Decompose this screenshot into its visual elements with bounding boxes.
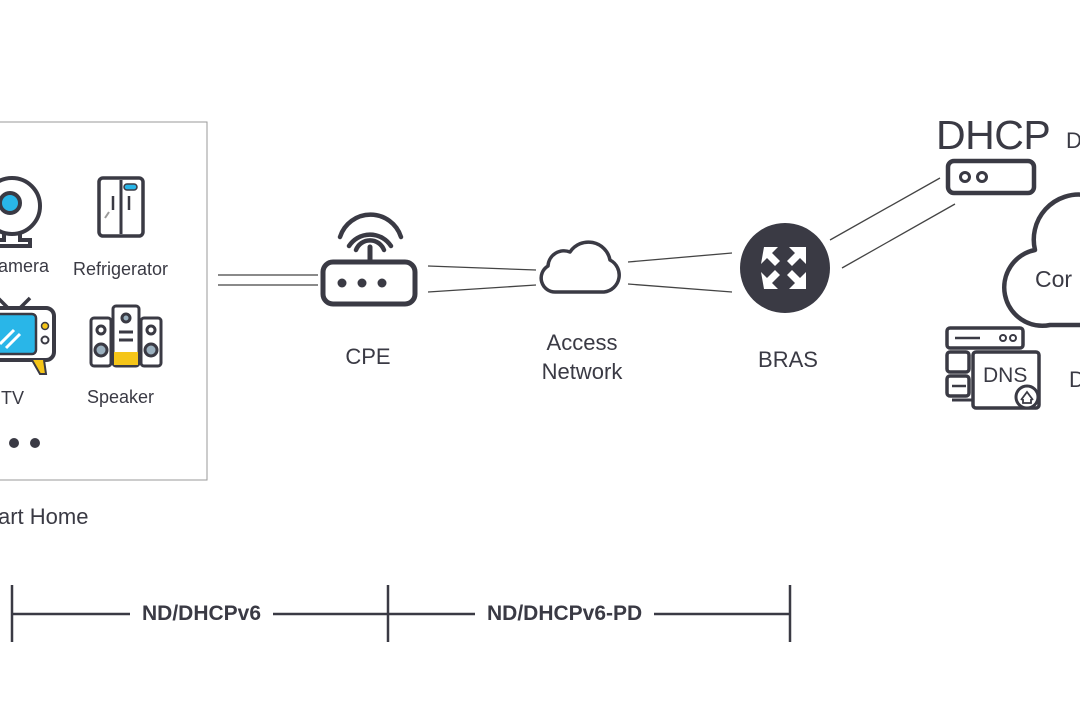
camera-icon [0, 176, 42, 248]
smart-home-box [0, 121, 208, 481]
dhcp-side-label: D [1066, 128, 1080, 153]
segment-label-nd-dhcpv6: ND/DHCPv6 [130, 602, 274, 626]
core-cloud-icon [1002, 192, 1080, 328]
router-icon [320, 212, 418, 307]
core-label: Cor [1035, 266, 1073, 292]
refrigerator-icon [97, 176, 145, 238]
access-network-line2: Network [541, 359, 623, 384]
link-cpe-access-1 [427, 265, 537, 271]
cpe-label: CPE [345, 344, 391, 369]
dns-side-label: D [1069, 367, 1080, 392]
segment-bars [10, 585, 792, 642]
access-network-line1: Access [546, 330, 618, 355]
more-devices-ellipsis [9, 438, 40, 448]
segment-label-nd-dhcpv6-pd: ND/DHCPv6-PD [475, 602, 655, 626]
link-bras-core [841, 203, 956, 269]
dhcp-server-icon [945, 158, 1037, 196]
smart-home-label: art Home [0, 504, 89, 529]
dhcp-title: DHCP [936, 112, 1051, 158]
link-cpe-access-2 [427, 284, 537, 293]
dns-server-icon [945, 326, 1041, 410]
access-network-cloud-icon [539, 240, 621, 294]
bras-label: BRAS [758, 347, 818, 372]
speaker-icon [89, 304, 163, 368]
dns-icon-text: DNS [983, 364, 1028, 387]
link-access-bras-2 [627, 283, 733, 293]
refrigerator-label: Refrigerator [73, 259, 169, 279]
link-access-bras-1 [627, 252, 733, 263]
tv-icon [0, 296, 56, 375]
access-network-label: Access Network [526, 328, 638, 386]
link-bras-dhcp [829, 177, 941, 241]
bras-icon [740, 223, 830, 313]
camera-label: amera [0, 256, 50, 276]
tv-label: TV [1, 388, 25, 408]
speaker-label: Speaker [87, 387, 155, 407]
